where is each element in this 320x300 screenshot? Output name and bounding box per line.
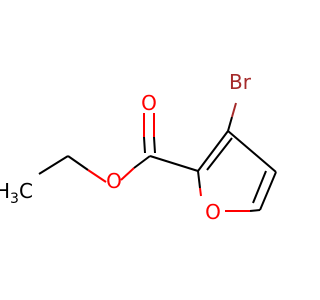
carbonyl-oxygen-label: O bbox=[141, 91, 157, 115]
bond-ring-c4-c5-outer bbox=[259, 171, 277, 211]
bond-ring-c2-c3-outer bbox=[197, 130, 229, 172]
bonds bbox=[38, 102, 277, 212]
bond-ring-oxygen-c2-red bbox=[199, 187, 202, 197]
methyl-prefix: H bbox=[0, 179, 10, 203]
methyl-label: H3C bbox=[0, 179, 33, 207]
bond-c3-bromine-brown bbox=[231, 102, 237, 118]
bond-ester-oxygen-carbonyl-black bbox=[133, 155, 151, 169]
methyl-carbon: C bbox=[19, 179, 33, 203]
bond-ester-oxygen-carbonyl-red bbox=[120, 167, 135, 181]
ring-oxygen-label: O bbox=[205, 200, 221, 224]
bond-methylene-oxygen-black bbox=[67, 155, 89, 171]
ester-oxygen-label: O bbox=[106, 169, 122, 193]
chemical-structure-diagram: Br O O O H3C bbox=[0, 70, 277, 224]
bond-ring-c5-oxygen-black bbox=[249, 209, 261, 212]
bond-c3-bromine-black bbox=[227, 116, 233, 132]
methyl-subscript: 3 bbox=[10, 191, 19, 207]
bond-ring-oxygen-c2-black bbox=[197, 170, 201, 189]
bond-carbonyl-double-inner-black bbox=[153, 136, 156, 154]
bond-methyl-methylene bbox=[38, 155, 69, 175]
bond-ring-c3-c4 bbox=[227, 130, 277, 173]
bond-carbonyl-to-ring bbox=[149, 155, 199, 172]
bond-ring-c4-c5-inner bbox=[252, 170, 267, 204]
bromine-label: Br bbox=[229, 70, 252, 94]
bond-carbonyl-double-outer-black bbox=[143, 136, 146, 154]
atom-labels: Br O O O H3C bbox=[0, 70, 252, 224]
bond-ring-c2-c3-inner bbox=[206, 137, 233, 171]
bond-methylene-oxygen-red bbox=[87, 169, 107, 183]
